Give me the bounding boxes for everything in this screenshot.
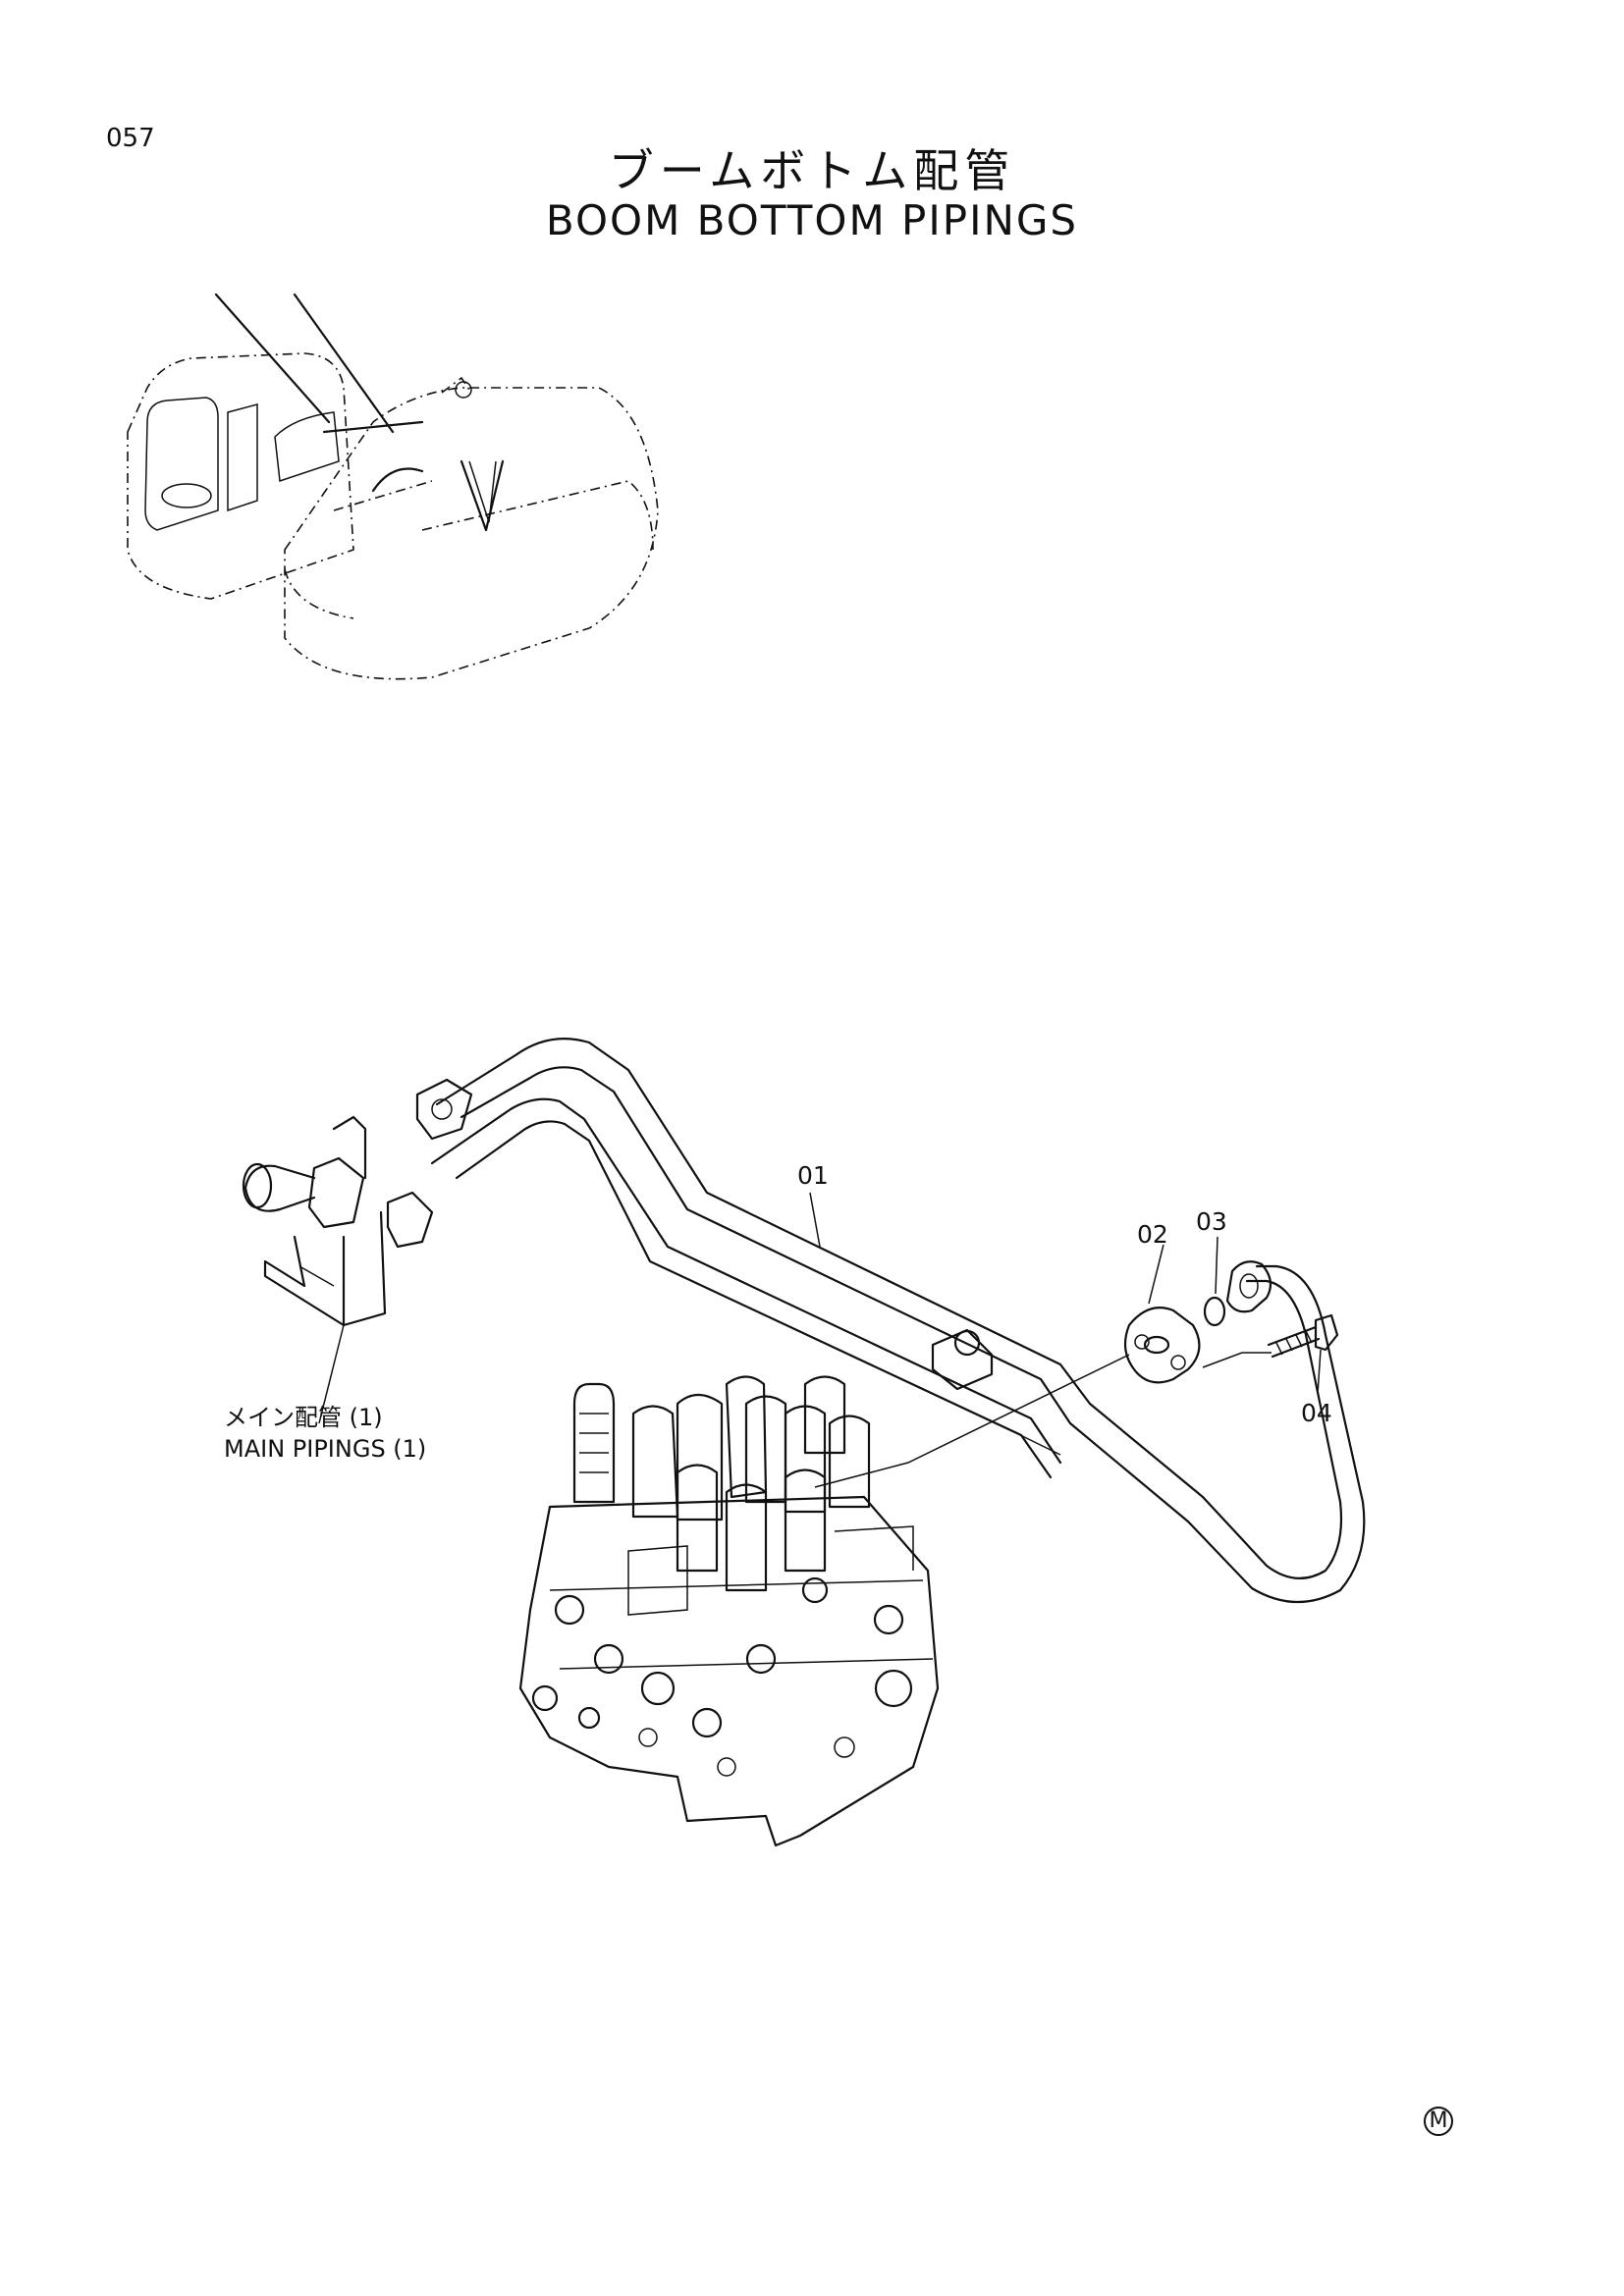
- callout-02: 02: [1137, 1220, 1168, 1249]
- control-valve: [518, 1375, 940, 1847]
- excavator-overview: [127, 293, 659, 680]
- corner-mark: M: [1424, 2107, 1453, 2136]
- page-title-jp: ブームボトム配管: [608, 144, 1016, 197]
- pipe-assembly: [242, 1038, 1366, 1604]
- flange-hardware: [809, 1192, 1339, 1488]
- callout-03: 03: [1196, 1207, 1227, 1236]
- page-title: BOOM BOTTOM PIPINGS: [545, 196, 1079, 244]
- callout-01: 01: [797, 1161, 829, 1190]
- main-pipings-note-jp: メイン配管 (1): [224, 1404, 383, 1431]
- main-pipings-note-en: MAIN PIPINGS (1): [224, 1435, 427, 1463]
- callout-04: 04: [1301, 1399, 1332, 1427]
- main-pipings-note: メイン配管 (1) MAIN PIPINGS (1): [224, 1402, 426, 1465]
- page-number: 057: [106, 124, 155, 153]
